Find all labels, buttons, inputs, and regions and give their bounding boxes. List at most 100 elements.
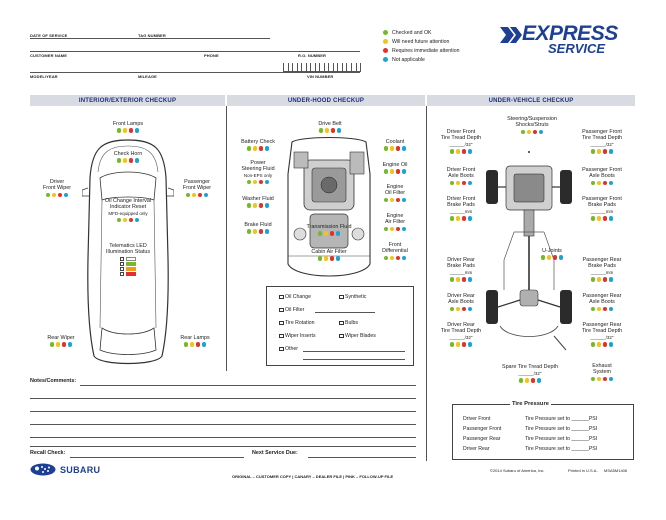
immediate-dot-icon[interactable] [461, 277, 467, 282]
wiper-inserts-checkbox[interactable]: Wiper Inserts [279, 333, 316, 339]
ok-dot-icon[interactable] [449, 277, 455, 282]
tp-field-driver-rear[interactable]: Tire Pressure set to ______PSI [525, 446, 598, 452]
vin-char-box[interactable] [346, 63, 351, 72]
future-dot-icon[interactable] [55, 342, 61, 347]
future-dot-icon[interactable] [191, 192, 197, 198]
immediate-dot-icon[interactable] [532, 129, 538, 135]
na-dot-icon[interactable] [401, 169, 407, 174]
na-dot-icon[interactable] [201, 342, 207, 347]
ok-dot-icon[interactable] [317, 256, 323, 261]
immediate-dot-icon[interactable] [330, 128, 336, 133]
synthetic-checkbox[interactable]: Synthetic [339, 294, 366, 300]
na-dot-icon[interactable] [67, 342, 73, 347]
ok-dot-icon[interactable] [383, 146, 389, 151]
future-dot-icon[interactable] [455, 180, 461, 186]
tp-row-passenger-rear[interactable]: Passenger Rear [463, 436, 501, 442]
ok-dot-icon[interactable] [449, 149, 455, 154]
future-dot-icon[interactable] [389, 169, 395, 174]
vin-char-box[interactable] [283, 63, 288, 72]
ok-dot-icon[interactable] [590, 149, 596, 154]
immediate-dot-icon[interactable] [602, 306, 608, 312]
na-dot-icon[interactable] [264, 229, 270, 234]
future-dot-icon[interactable] [252, 229, 258, 234]
future-dot-icon[interactable] [189, 342, 195, 347]
na-dot-icon[interactable] [608, 180, 614, 186]
vin-char-box[interactable] [323, 63, 329, 72]
ok-dot-icon[interactable] [590, 216, 596, 221]
na-dot-icon[interactable] [608, 149, 614, 154]
ok-dot-icon[interactable] [383, 255, 389, 261]
future-dot-icon[interactable] [252, 179, 258, 185]
immediate-dot-icon[interactable] [258, 179, 264, 185]
na-dot-icon[interactable] [608, 342, 614, 347]
ok-dot-icon[interactable] [246, 203, 252, 208]
vin-char-box[interactable] [305, 63, 311, 72]
ok-dot-icon[interactable] [590, 376, 596, 382]
vin-char-box[interactable] [337, 63, 342, 72]
ok-dot-icon[interactable] [590, 277, 596, 282]
immediate-dot-icon[interactable] [57, 192, 63, 198]
future-dot-icon[interactable] [455, 306, 461, 312]
immediate-dot-icon[interactable] [258, 203, 264, 208]
immediate-dot-icon[interactable] [329, 256, 335, 261]
immediate-dot-icon[interactable] [552, 255, 558, 260]
ok-dot-icon[interactable] [185, 192, 191, 198]
ok-dot-icon[interactable] [45, 192, 51, 198]
vin-char-box[interactable] [332, 63, 338, 72]
future-dot-icon[interactable] [122, 158, 128, 163]
future-dot-icon[interactable] [455, 342, 461, 347]
immediate-dot-icon[interactable] [128, 217, 134, 223]
na-dot-icon[interactable] [401, 255, 407, 261]
na-dot-icon[interactable] [134, 128, 140, 133]
na-dot-icon[interactable] [335, 231, 341, 236]
vin-char-box[interactable] [301, 63, 306, 72]
oil-filter-checkbox[interactable]: Oil Filter [279, 307, 304, 313]
immediate-dot-icon[interactable] [61, 342, 67, 347]
future-dot-icon[interactable] [252, 203, 258, 208]
ok-dot-icon[interactable] [116, 128, 122, 133]
na-dot-icon[interactable] [608, 306, 614, 312]
na-dot-icon[interactable] [467, 306, 473, 312]
future-dot-icon[interactable] [596, 376, 602, 382]
na-dot-icon[interactable] [134, 158, 140, 163]
immediate-dot-icon[interactable] [530, 378, 536, 383]
immediate-dot-icon[interactable] [329, 231, 335, 236]
ok-dot-icon[interactable] [246, 146, 252, 151]
future-dot-icon[interactable] [596, 216, 602, 221]
na-dot-icon[interactable] [264, 146, 270, 151]
na-dot-icon[interactable] [401, 197, 407, 203]
na-dot-icon[interactable] [558, 255, 564, 260]
ok-dot-icon[interactable] [318, 128, 324, 133]
na-dot-icon[interactable] [608, 277, 614, 282]
tp-row-passenger-front[interactable]: Passenger Front [463, 426, 502, 432]
ok-dot-icon[interactable] [590, 342, 596, 347]
immediate-dot-icon[interactable] [395, 146, 401, 151]
immediate-dot-icon[interactable] [461, 180, 467, 186]
future-dot-icon[interactable] [122, 217, 128, 223]
led-red-option[interactable] [93, 271, 163, 276]
na-dot-icon[interactable] [264, 203, 270, 208]
next-service-line[interactable] [308, 457, 416, 458]
immediate-dot-icon[interactable] [197, 192, 203, 198]
na-dot-icon[interactable] [467, 216, 473, 221]
immediate-dot-icon[interactable] [258, 229, 264, 234]
notes-line-3[interactable] [30, 411, 416, 412]
tp-field-driver-front[interactable]: Tire Pressure set to ______PSI [525, 416, 598, 422]
future-dot-icon[interactable] [596, 180, 602, 186]
future-dot-icon[interactable] [389, 197, 395, 203]
led-green-option[interactable] [93, 261, 163, 266]
immediate-dot-icon[interactable] [128, 158, 134, 163]
vin-char-box[interactable] [310, 63, 315, 72]
immediate-dot-icon[interactable] [195, 342, 201, 347]
future-dot-icon[interactable] [596, 306, 602, 312]
vin-char-box[interactable] [314, 63, 320, 72]
immediate-dot-icon[interactable] [461, 216, 467, 221]
ok-dot-icon[interactable] [518, 378, 524, 383]
immediate-dot-icon[interactable] [602, 342, 608, 347]
ok-dot-icon[interactable] [246, 179, 252, 185]
immediate-dot-icon[interactable] [395, 169, 401, 174]
future-dot-icon[interactable] [389, 255, 395, 261]
ok-dot-icon[interactable] [49, 342, 55, 347]
vin-char-box[interactable] [355, 63, 362, 72]
immediate-dot-icon[interactable] [602, 180, 608, 186]
